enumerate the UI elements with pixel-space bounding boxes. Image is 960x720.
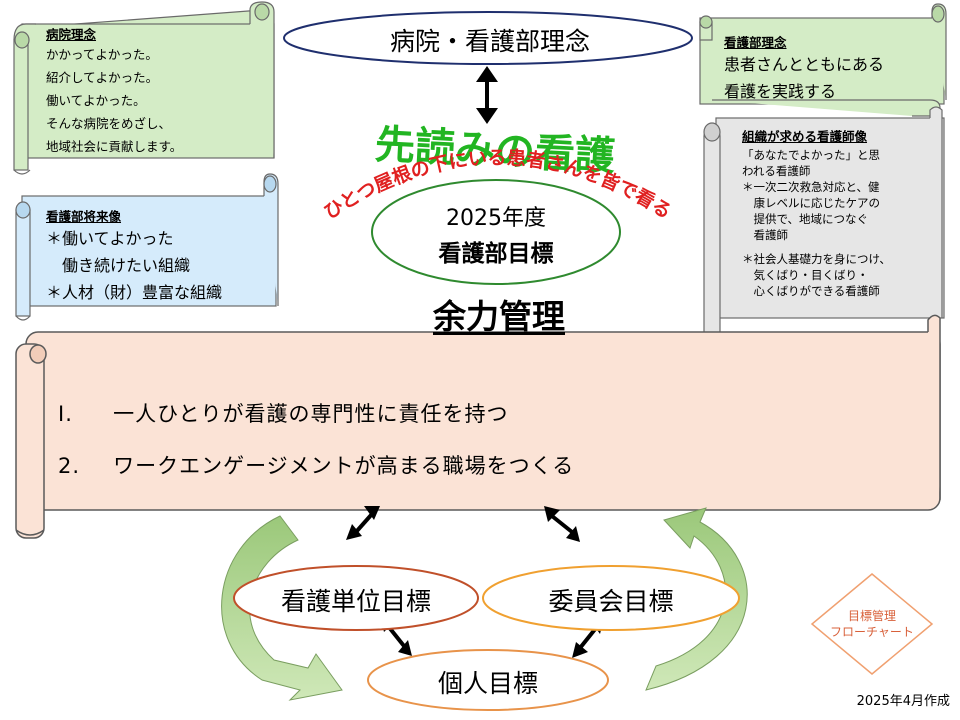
committee-goal-label: 委員会目標: [548, 587, 674, 616]
future-vision-title: 看護部将来像: [46, 209, 122, 224]
committee-goal-ellipse: [482, 565, 740, 631]
ideal-nurse-line: 提供で、地域につなぐ: [742, 212, 869, 226]
future-vision-text: 看護部将来像 ＊働いてよかった 働き続けたい組織 ＊人材（財）豊富な組織: [46, 206, 222, 306]
unit-goal-ellipse: [233, 565, 479, 631]
hospital-philosophy-text: 病院理念 かかってよかった。 紹介してよかった。 働いてよかった。 そんな病院を…: [46, 24, 182, 158]
goal-number: 2.: [58, 454, 81, 478]
future-vision-line: ＊人材（財）豊富な組織: [46, 283, 223, 302]
arrow-goals-to-unit: [346, 506, 380, 540]
hospital-philosophy-title: 病院理念: [46, 27, 97, 42]
flowchart-diamond: [810, 573, 934, 675]
hospital-philosophy-scroll: [13, 1, 275, 175]
future-vision-line: ＊働いてよかった: [46, 229, 174, 248]
hospital-philosophy-line: 地域社会に貢献します。: [46, 139, 183, 154]
center-goal-year: 2025年度: [446, 206, 546, 231]
flowchart-label: 目標管理 フローチャート: [812, 608, 932, 640]
main-goals-scroll: [15, 314, 941, 539]
arrow-goals-to-committee: [544, 506, 580, 542]
left-curved-arrow: [221, 515, 343, 701]
goal-item: Ⅰ. 一人ひとりが看護の専門性に責任を持つ: [58, 398, 508, 428]
future-vision-scroll: [15, 173, 279, 321]
ideal-nurse-line: [742, 243, 891, 251]
header-double-arrow: [476, 66, 498, 124]
ideal-nurse-line: われる看護師: [742, 164, 811, 178]
ideal-nurse-title: 組織が求める看護師像: [742, 129, 868, 144]
center-goal-ellipse: [371, 179, 621, 285]
hospital-philosophy-line: そんな病院をめざし、: [46, 116, 172, 131]
ideal-nurse-line: ＊一次二次救急対応と、健: [742, 180, 880, 194]
goal-text: 一人ひとりが看護の専門性に責任を持つ: [113, 402, 509, 426]
footer-date: 2025年4月作成: [856, 694, 950, 709]
ideal-nurse-line: ＊社会人基礎力を身につけ、: [742, 252, 891, 266]
goal-item: 2. ワークエンゲージメントが高まる職場をつくる: [58, 450, 574, 480]
ideal-nurse-text: 組織が求める看護師像 「あなたでよかった」と思 われる看護師 ＊一次二次救急対応…: [742, 126, 891, 299]
unit-goal-label: 看護単位目標: [280, 587, 431, 616]
hospital-philosophy-line: 働いてよかった。: [46, 93, 146, 108]
ideal-nurse-line: 心くばりができる看護師: [742, 284, 880, 298]
right-curved-arrow: [645, 507, 748, 691]
ideal-nurse-line: 看護師: [742, 228, 788, 242]
ideal-nurse-scroll: [703, 106, 945, 343]
nursing-philosophy-title: 看護部理念: [724, 35, 787, 50]
nursing-philosophy-scroll: [699, 3, 947, 117]
header-ellipse: [283, 11, 693, 65]
future-vision-line: 働き続けたい組織: [46, 256, 191, 275]
ideal-nurse-line: 気くばり・目くばり・: [742, 268, 869, 282]
nursing-philosophy-line: 患者さんとともにある: [724, 55, 885, 74]
hospital-philosophy-line: かかってよかった。: [46, 47, 158, 62]
ideal-nurse-line: 「あなたでよかった」と思: [742, 148, 880, 162]
hospital-philosophy-line: 紹介してよかった。: [46, 70, 159, 85]
header-title: 病院・看護部理念: [389, 27, 590, 56]
personal-goal-ellipse: [367, 649, 609, 711]
theme-title: 余力管理: [433, 297, 565, 336]
nursing-philosophy-text: 看護部理念 患者さんとともにある 看護を実践する: [724, 32, 884, 105]
goal-text: ワークエンゲージメントが高まる職場をつくる: [113, 454, 575, 478]
center-goal-title: 看護部目標: [438, 241, 554, 267]
goal-number: Ⅰ.: [58, 402, 73, 426]
personal-goal-label: 個人目標: [437, 669, 538, 698]
flowchart-label-line1: 目標管理: [847, 609, 896, 623]
nursing-philosophy-line: 看護を実践する: [724, 82, 837, 101]
ideal-nurse-line: 康レベルに応じたケアの: [742, 196, 880, 210]
flowchart-label-line2: フローチャート: [830, 625, 914, 639]
